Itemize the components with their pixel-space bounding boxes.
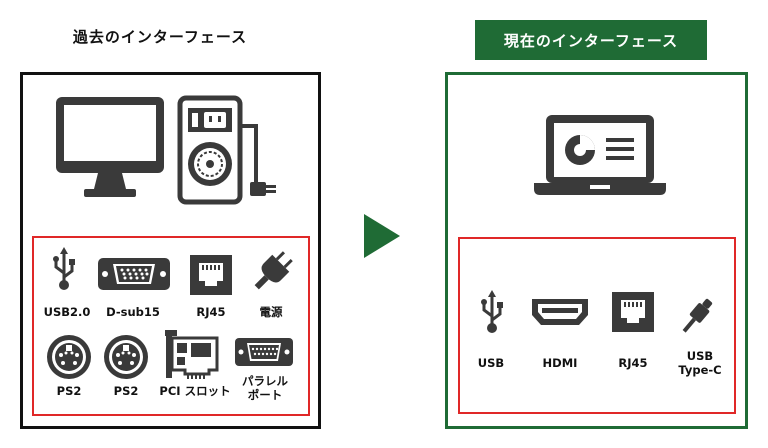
port-label: USB [477,356,505,370]
laptop-icon [534,115,666,195]
port-label: パラレル ポート [242,374,288,402]
monitor-icon [56,97,164,197]
arrow-right-icon [364,214,400,258]
rj45-icon [612,292,654,332]
left-title: 過去のインターフェース [72,28,248,46]
port-label: PCI スロット [159,384,231,398]
past-ports-highlight [32,236,310,416]
pc-tower-icon [177,95,276,205]
dsub15-icon [98,258,170,290]
usb-c-cable-icon [682,298,713,333]
usb-icon [53,247,75,290]
pci-card-icon [165,330,219,379]
right-title: 現在のインターフェース [475,20,707,60]
hdmi-icon [532,299,588,325]
ps2-icon [104,335,148,379]
usb-icon [481,290,503,333]
port-label: USB2.0 [43,305,91,319]
port-label: USB Type-C [678,349,722,377]
port-label: RJ45 [196,305,226,319]
port-label: PS2 [56,384,82,398]
current-interface-panel [445,72,748,429]
power-plug-icon [254,251,293,290]
current-ports-highlight [458,237,736,414]
past-interface-panel [20,72,321,429]
port-label: 電源 [259,305,283,319]
port-label: RJ45 [618,356,648,370]
port-label: PS2 [113,384,139,398]
parallel-port-icon [235,338,293,366]
ps2-icon [47,335,91,379]
rj45-icon [190,255,232,295]
port-label: D-sub15 [106,305,160,319]
port-label: HDMI [542,356,578,370]
